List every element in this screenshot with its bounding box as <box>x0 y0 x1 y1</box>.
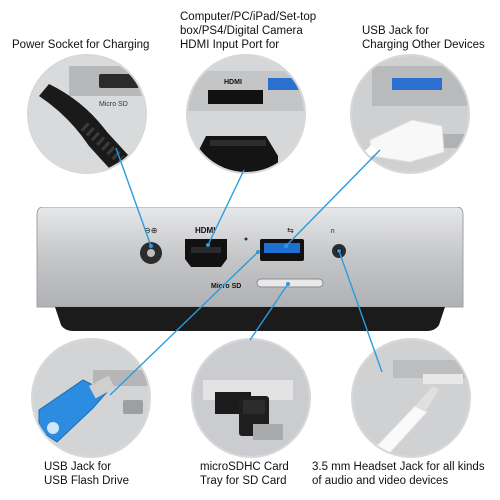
caption-line: USB Flash Drive <box>44 475 129 487</box>
caption-power-socket: Power Socket for Charging <box>12 39 150 51</box>
port-label: HDMI <box>224 79 242 86</box>
caption-microsd-tray: microSDHC Card Tray for SD Card <box>200 460 289 488</box>
device-front-panel: ⊖⊕ HDMI ⇆ ∩ Micro SD <box>36 206 464 331</box>
usb-cable-closeup-image <box>352 56 468 172</box>
microsd-label: Micro SD <box>211 283 241 290</box>
callout-hdmi-port: HDMI <box>186 54 306 174</box>
caption-usb-flash: USB Jack for USB Flash Drive <box>44 460 129 488</box>
caption-line: of audio and video devices <box>312 475 449 487</box>
caption-line: HDMI Input Port for <box>180 39 280 51</box>
power-symbol: ⊖⊕ <box>144 226 157 235</box>
callout-power-socket: Micro SD <box>27 54 147 174</box>
callout-usb-flash <box>31 338 151 458</box>
power-plug-closeup-image: Micro SD <box>29 56 145 172</box>
caption-hdmi-port: Computer/PC/iPad/Set-top box/PS4/Digital… <box>180 10 316 52</box>
callout-usb-charging <box>350 54 470 174</box>
port-label: Micro SD <box>99 101 128 108</box>
microsd-closeup-image <box>193 340 309 456</box>
caption-line: Computer/PC/iPad/Set-top <box>180 11 317 23</box>
headphone-symbol: ∩ <box>330 227 335 235</box>
mini-pc-device: ⊖⊕ HDMI ⇆ ∩ Micro SD <box>35 206 465 334</box>
caption-line: USB Jack for <box>44 461 112 473</box>
caption-line: Tray for SD Card <box>200 475 287 487</box>
caption-line: 3.5 mm Headset Jack for all kinds <box>312 461 485 473</box>
caption-line: Charging Other Devices <box>362 39 485 51</box>
hdmi-label: HDMI <box>195 226 215 235</box>
caption-line: microSDHC Card <box>200 461 289 473</box>
flash-drive-closeup-image <box>33 340 149 456</box>
caption-line: USB Jack for <box>362 25 430 37</box>
caption-usb-charging: USB Jack for Charging Other Devices <box>362 24 485 52</box>
callout-microsd-tray <box>191 338 311 458</box>
caption-headset-jack: 3.5 mm Headset Jack for all kinds of aud… <box>312 460 485 488</box>
hdmi-plug-closeup-image: HDMI <box>188 56 304 172</box>
caption-line: box/PS4/Digital Camera <box>180 25 303 37</box>
callout-headset-jack <box>351 338 471 458</box>
headphone-plug-closeup-image <box>353 340 469 456</box>
usb-symbol: ⇆ <box>287 226 294 235</box>
